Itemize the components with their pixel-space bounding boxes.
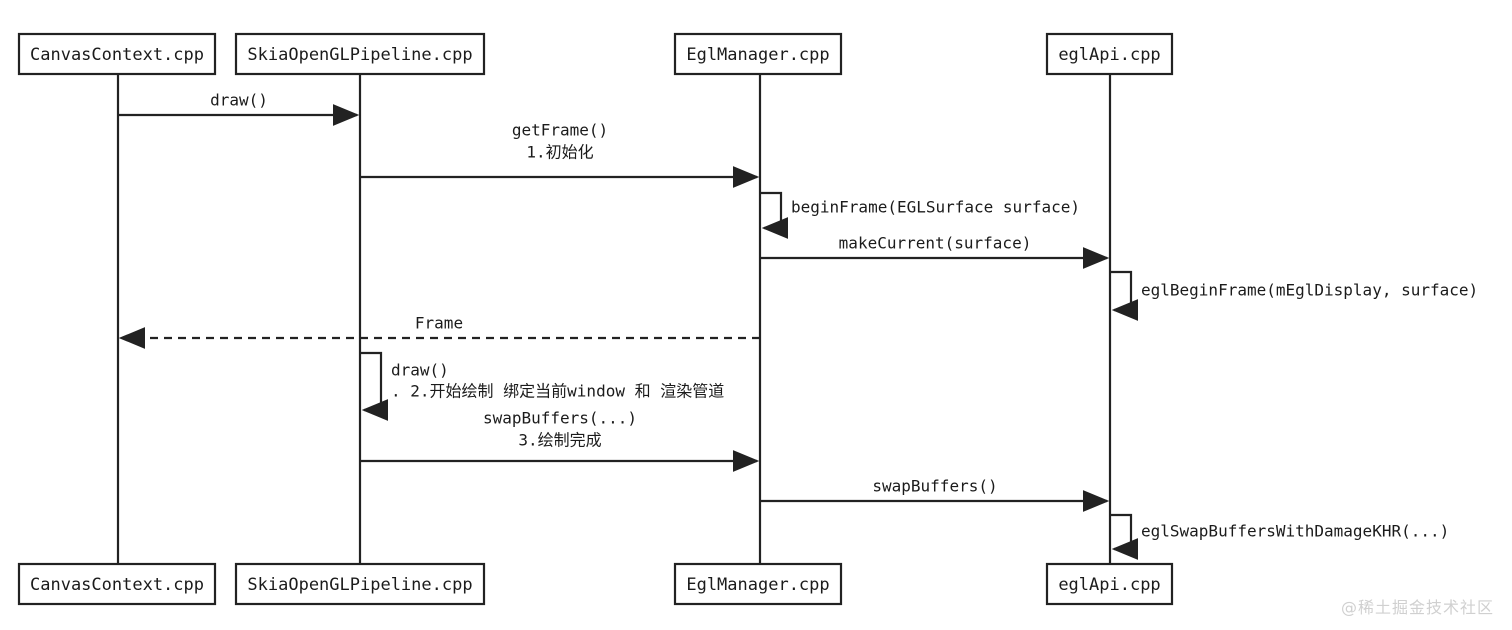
- participant-top-skiapipeline: SkiaOpenGLPipeline.cpp: [234, 32, 486, 76]
- participant-label: CanvasContext.cpp: [30, 45, 204, 65]
- participant-box: [234, 562, 486, 606]
- participant-label: CanvasContext.cpp: [30, 575, 204, 595]
- message-label: eglSwapBuffersWithDamageKHR(...): [1141, 522, 1449, 541]
- message-draw: draw(): [118, 91, 360, 126]
- message-label: 3.绘制完成: [518, 431, 601, 450]
- participant-top-eglmanager: EglManager.cpp: [673, 32, 843, 76]
- lifelines-group: [116, 74, 1112, 564]
- participant-label: EglManager.cpp: [686, 45, 829, 65]
- watermark: @稀土掘金技术社区: [1340, 598, 1494, 617]
- message-label: draw(): [391, 361, 449, 380]
- participant-boxes-bottom: CanvasContext.cpp SkiaOpenGLPipeline.cpp E…: [17, 562, 1174, 606]
- participant-top-eglapi: eglApi.cpp: [1045, 32, 1174, 76]
- message-label: Frame: [415, 314, 463, 333]
- message-eglswapbufferswithdamagekhr: eglSwapBuffersWithDamageKHR(...): [1110, 513, 1449, 560]
- participant-box: [1045, 32, 1174, 76]
- participant-boxes-top: CanvasContext.cpp SkiaOpenGLPipeline.cpp E…: [17, 32, 1174, 76]
- participant-label: eglApi.cpp: [1058, 45, 1160, 65]
- self-call-path: [1110, 270, 1139, 321]
- participant-label: eglApi.cpp: [1058, 575, 1160, 595]
- participant-box: [1045, 562, 1174, 606]
- participant-box: [234, 32, 486, 76]
- participant-label: SkiaOpenGLPipeline.cpp: [247, 45, 472, 65]
- message-label: getFrame(): [512, 121, 608, 140]
- participant-bottom-skiapipeline: SkiaOpenGLPipeline.cpp: [234, 562, 486, 606]
- message-draw-self: draw() . 2.开始绘制 绑定当前window 和 渲染管道: [360, 351, 724, 421]
- message-label: draw(): [210, 91, 268, 110]
- self-call-path: [360, 351, 389, 421]
- participant-top-canvascontext: CanvasContext.cpp: [17, 32, 217, 76]
- message-label: eglBeginFrame(mEglDisplay, surface): [1141, 281, 1478, 300]
- message-label: beginFrame(EGLSurface surface): [791, 198, 1080, 217]
- participant-bottom-eglmanager: EglManager.cpp: [673, 562, 843, 606]
- message-label: . 2.开始绘制 绑定当前window 和 渲染管道: [391, 382, 724, 401]
- participant-box: [17, 562, 217, 606]
- self-call-path: [760, 191, 789, 239]
- self-call-path: [1110, 513, 1139, 560]
- message-swapbuffers-args: swapBuffers(...) 3.绘制完成: [360, 409, 760, 472]
- messages-group: draw() getFrame() 1.初始化 beginFrame(EGLSurfa…: [118, 91, 1478, 560]
- message-label: 1.初始化: [526, 143, 593, 162]
- message-beginframe: beginFrame(EGLSurface surface): [760, 191, 1080, 239]
- message-label: makeCurrent(surface): [839, 234, 1032, 253]
- participant-box: [673, 32, 843, 76]
- participant-box: [673, 562, 843, 606]
- participant-bottom-canvascontext: CanvasContext.cpp: [17, 562, 217, 606]
- participant-box: [17, 32, 217, 76]
- message-getframe: getFrame() 1.初始化: [360, 121, 760, 188]
- participant-label: EglManager.cpp: [686, 575, 829, 595]
- message-makecurrent: makeCurrent(surface): [760, 234, 1110, 269]
- message-frame-return: Frame: [118, 314, 760, 349]
- message-eglbeginframe: eglBeginFrame(mEglDisplay, surface): [1110, 270, 1478, 321]
- participant-bottom-eglapi: eglApi.cpp: [1045, 562, 1174, 606]
- message-label: swapBuffers(...): [483, 409, 637, 428]
- message-label: swapBuffers(): [872, 477, 997, 496]
- message-swapbuffers: swapBuffers(): [760, 477, 1110, 512]
- participant-label: SkiaOpenGLPipeline.cpp: [247, 575, 472, 595]
